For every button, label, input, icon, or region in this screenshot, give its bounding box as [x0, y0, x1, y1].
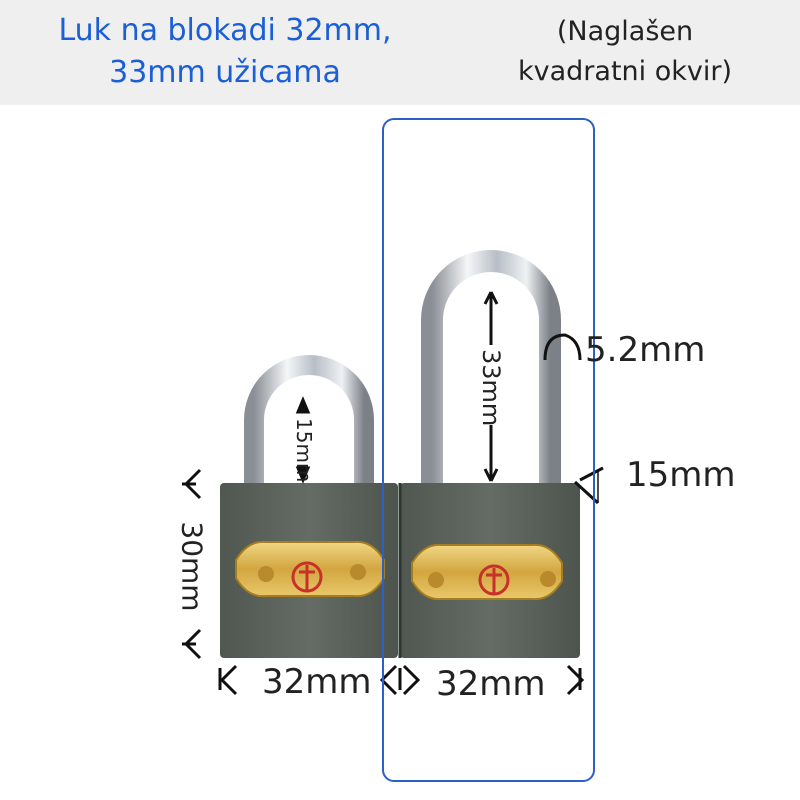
shackle-diameter-label: 5.2mm — [585, 330, 706, 370]
body-thickness-label: 15mm — [626, 455, 736, 495]
frame-note: (Naglašen kvadratni okvir) — [518, 16, 732, 87]
long-shackle-label: 33mm — [477, 349, 505, 427]
long-width-label: 32mm — [436, 664, 546, 704]
short-lock-plate — [235, 540, 386, 598]
highlight-frame — [382, 118, 595, 782]
caption-banner: Luk na blokadi 32mm, 33mm užicama (Nagla… — [0, 0, 800, 105]
long-shackle — [421, 250, 561, 490]
body-height-label: 30mm — [175, 521, 209, 612]
dimension-lines — [182, 291, 604, 696]
long-lock-plate — [411, 543, 563, 601]
product-title: Luk na blokadi 32mm, 33mm užicama — [58, 13, 392, 90]
short-width-label: 32mm — [262, 662, 372, 702]
short-shackle — [244, 355, 374, 490]
short-shackle-label: 15mm — [292, 418, 316, 483]
